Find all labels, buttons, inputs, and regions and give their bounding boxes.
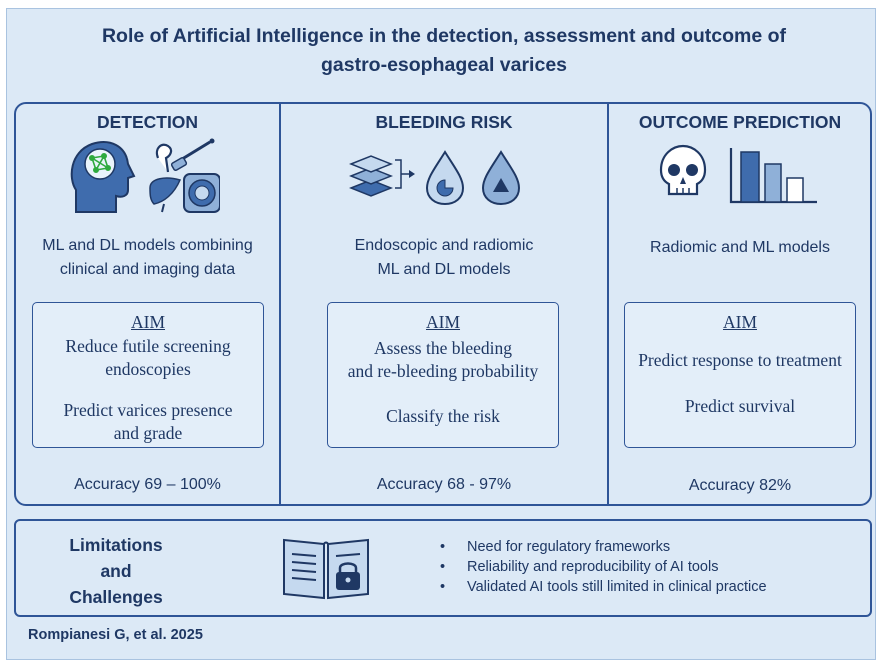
outcome-prediction-aim-box: AIM Predict response to treatment Predic… [624,302,856,448]
bleeding-risk-accuracy: Accuracy 68 - 97% [376,476,512,493]
citation: Rompianesi G, et al. 2025 [28,627,203,643]
description-line: ML and DL models combining [42,237,253,254]
aim-label: AIM [722,312,758,332]
outcome-icons [659,144,817,204]
limitations-title-line: Challenges [69,587,163,607]
description-line: Endoscopic and radiomic [354,237,534,254]
aim-line: and re-bleeding probability [347,361,539,381]
liver-icon [149,177,182,213]
aim-line: Classify the risk [386,406,500,426]
skull-icon [659,144,707,196]
layers-icon [349,155,415,197]
detection-heading: DETECTION [96,112,199,132]
outcome-prediction-column: OUTCOME PREDICTION Radiomic and ML model… [609,104,871,504]
aim-line: and grade [113,423,183,443]
detection-aim-box: AIM Reduce futile screening endoscopies … [32,302,264,448]
blood-drop-chart-icon [425,150,465,206]
detection-column: DETECTION [16,104,279,504]
locked-book-icon [283,538,369,600]
bleeding-risk-description: Endoscopic and radiomic ML and DL models [281,234,607,282]
endoscope-icon [155,138,215,173]
aim-line: endoscopies [105,359,191,379]
bleeding-risk-column: BLEEDING RISK Endoscopic and radiomic ML… [281,104,607,504]
limitations-list: Need for regulatory frameworks Reliabili… [440,537,767,597]
aim-line: Predict response to treatment [638,350,842,370]
bar-chart-icon [729,148,817,204]
limitations-title-line: and [100,561,132,581]
bleeding-risk-heading: BLEEDING RISK [375,112,513,132]
description-line: clinical and imaging data [59,261,236,278]
column-divider [279,103,281,505]
bleeding-icons [349,150,521,206]
detection-description: ML and DL models combining clinical and … [16,234,279,282]
limitations-title: Limitations and Challenges [64,532,168,610]
aim-label: AIM [130,312,166,332]
title-line-1: Role of Artificial Intelligence in the d… [101,25,787,47]
detection-icons [70,138,220,213]
aim-line: Assess the bleeding [373,338,513,358]
brain-head-icon [70,141,136,213]
bleeding-risk-aim-box: AIM Assess the bleeding and re-bleeding … [327,302,559,448]
outcome-prediction-description: Radiomic and ML models [609,236,871,260]
list-item: Validated AI tools still limited in clin… [440,577,767,597]
column-divider [607,103,609,505]
limitations-title-line: Limitations [69,535,163,555]
description-line: Radiomic and ML models [650,239,830,256]
outcome-prediction-accuracy: Accuracy 82% [688,477,792,494]
title-line-2: gastro-esophageal varices [320,54,568,76]
imaging-scan-icon [183,173,220,213]
aim-line: Predict survival [684,396,796,416]
aim-line: Reduce futile screening [65,336,231,356]
outcome-prediction-heading: OUTCOME PREDICTION [638,112,842,132]
list-item: Reliability and reproducibility of AI to… [440,557,767,577]
detection-accuracy: Accuracy 69 – 100% [74,476,221,493]
figure-title: Role of Artificial Intelligence in the d… [0,22,888,80]
aim-line: Predict varices presence [63,400,233,420]
aim-label: AIM [425,312,461,332]
description-line: ML and DL models [377,261,511,278]
list-item: Need for regulatory frameworks [440,537,767,557]
blood-drop-warning-icon [481,150,521,206]
